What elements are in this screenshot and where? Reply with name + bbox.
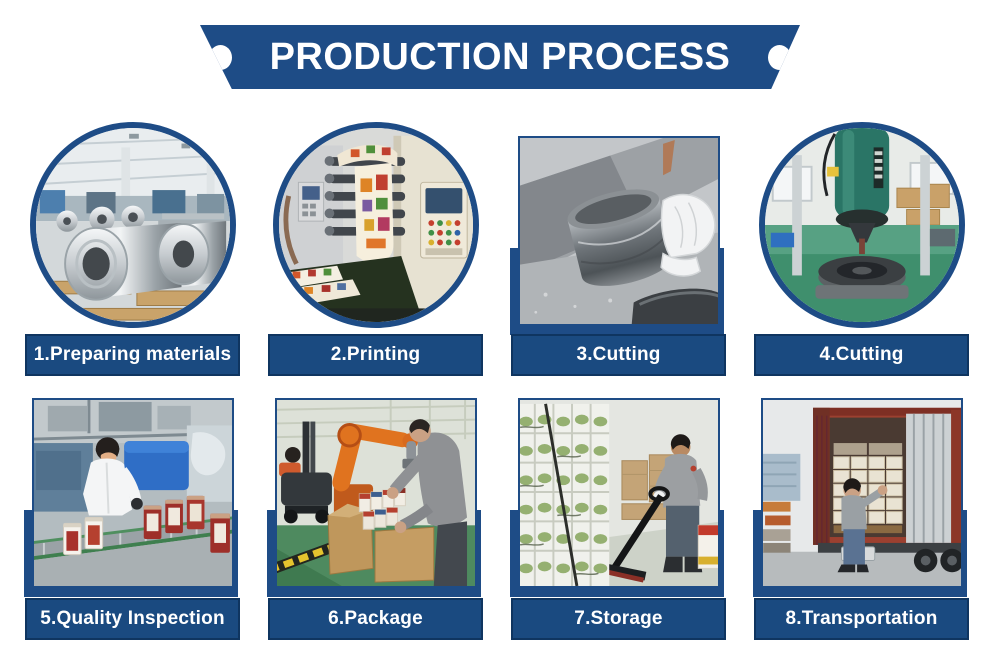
step-3-photo-cell [509, 120, 726, 335]
printing-press-illustration [278, 128, 473, 322]
photo-preparing-materials [29, 122, 236, 328]
step-6-label-text: 6.Package [328, 608, 423, 629]
step-7-label-text: 7.Storage [574, 608, 663, 629]
photo-printing [272, 122, 479, 328]
banner-dot-left-icon [208, 44, 232, 70]
step-5-photo-cell [23, 398, 240, 597]
step-8-label: 8.Transportation [754, 598, 969, 640]
step-2-label-text: 2.Printing [330, 344, 421, 365]
warehouse-storage-illustration [517, 398, 720, 588]
photo-cutting-machine [758, 122, 965, 328]
step-6-photo-cell [266, 398, 483, 597]
step-3-label-text: 3.Cutting [576, 344, 661, 365]
container-truck-illustration [760, 398, 963, 588]
punching-machine-illustration [764, 128, 959, 322]
step-7-photo-cell [509, 398, 726, 597]
step-2-label: 2.Printing [268, 334, 483, 376]
steel-ring-illustration [517, 136, 720, 326]
step-4-label: 4.Cutting [754, 334, 969, 376]
step-1-photo-cell [25, 120, 240, 332]
step-1-label: 1.Preparing materials [25, 334, 240, 376]
step-1-label-text: 1.Preparing materials [33, 344, 232, 365]
step-4-label-text: 4.Cutting [819, 344, 904, 365]
photo-package [266, 398, 481, 597]
step-3-label: 3.Cutting [511, 334, 726, 376]
step-4-photo-cell [754, 120, 969, 332]
step-8-photo-cell [752, 398, 969, 597]
banner: PRODUCTION PROCESS [200, 25, 800, 89]
step-5-label-text: 5.Quality Inspection [40, 608, 225, 629]
banner-dot-right-icon [768, 44, 792, 70]
photo-transportation [752, 398, 967, 597]
photo-quality-inspection [23, 398, 238, 597]
step-5-label: 5.Quality Inspection [25, 598, 240, 640]
quality-inspection-illustration [31, 398, 234, 588]
packing-robot-illustration [274, 398, 477, 588]
step-6-label: 6.Package [268, 598, 483, 640]
photo-cutting-ring [509, 136, 724, 335]
steel-coils-illustration [35, 128, 230, 322]
photo-storage [509, 398, 724, 597]
step-2-photo-cell [268, 120, 483, 332]
step-8-label-text: 8.Transportation [785, 608, 938, 629]
banner-title: PRODUCTION PROCESS [269, 35, 731, 78]
step-7-label: 7.Storage [511, 598, 726, 640]
